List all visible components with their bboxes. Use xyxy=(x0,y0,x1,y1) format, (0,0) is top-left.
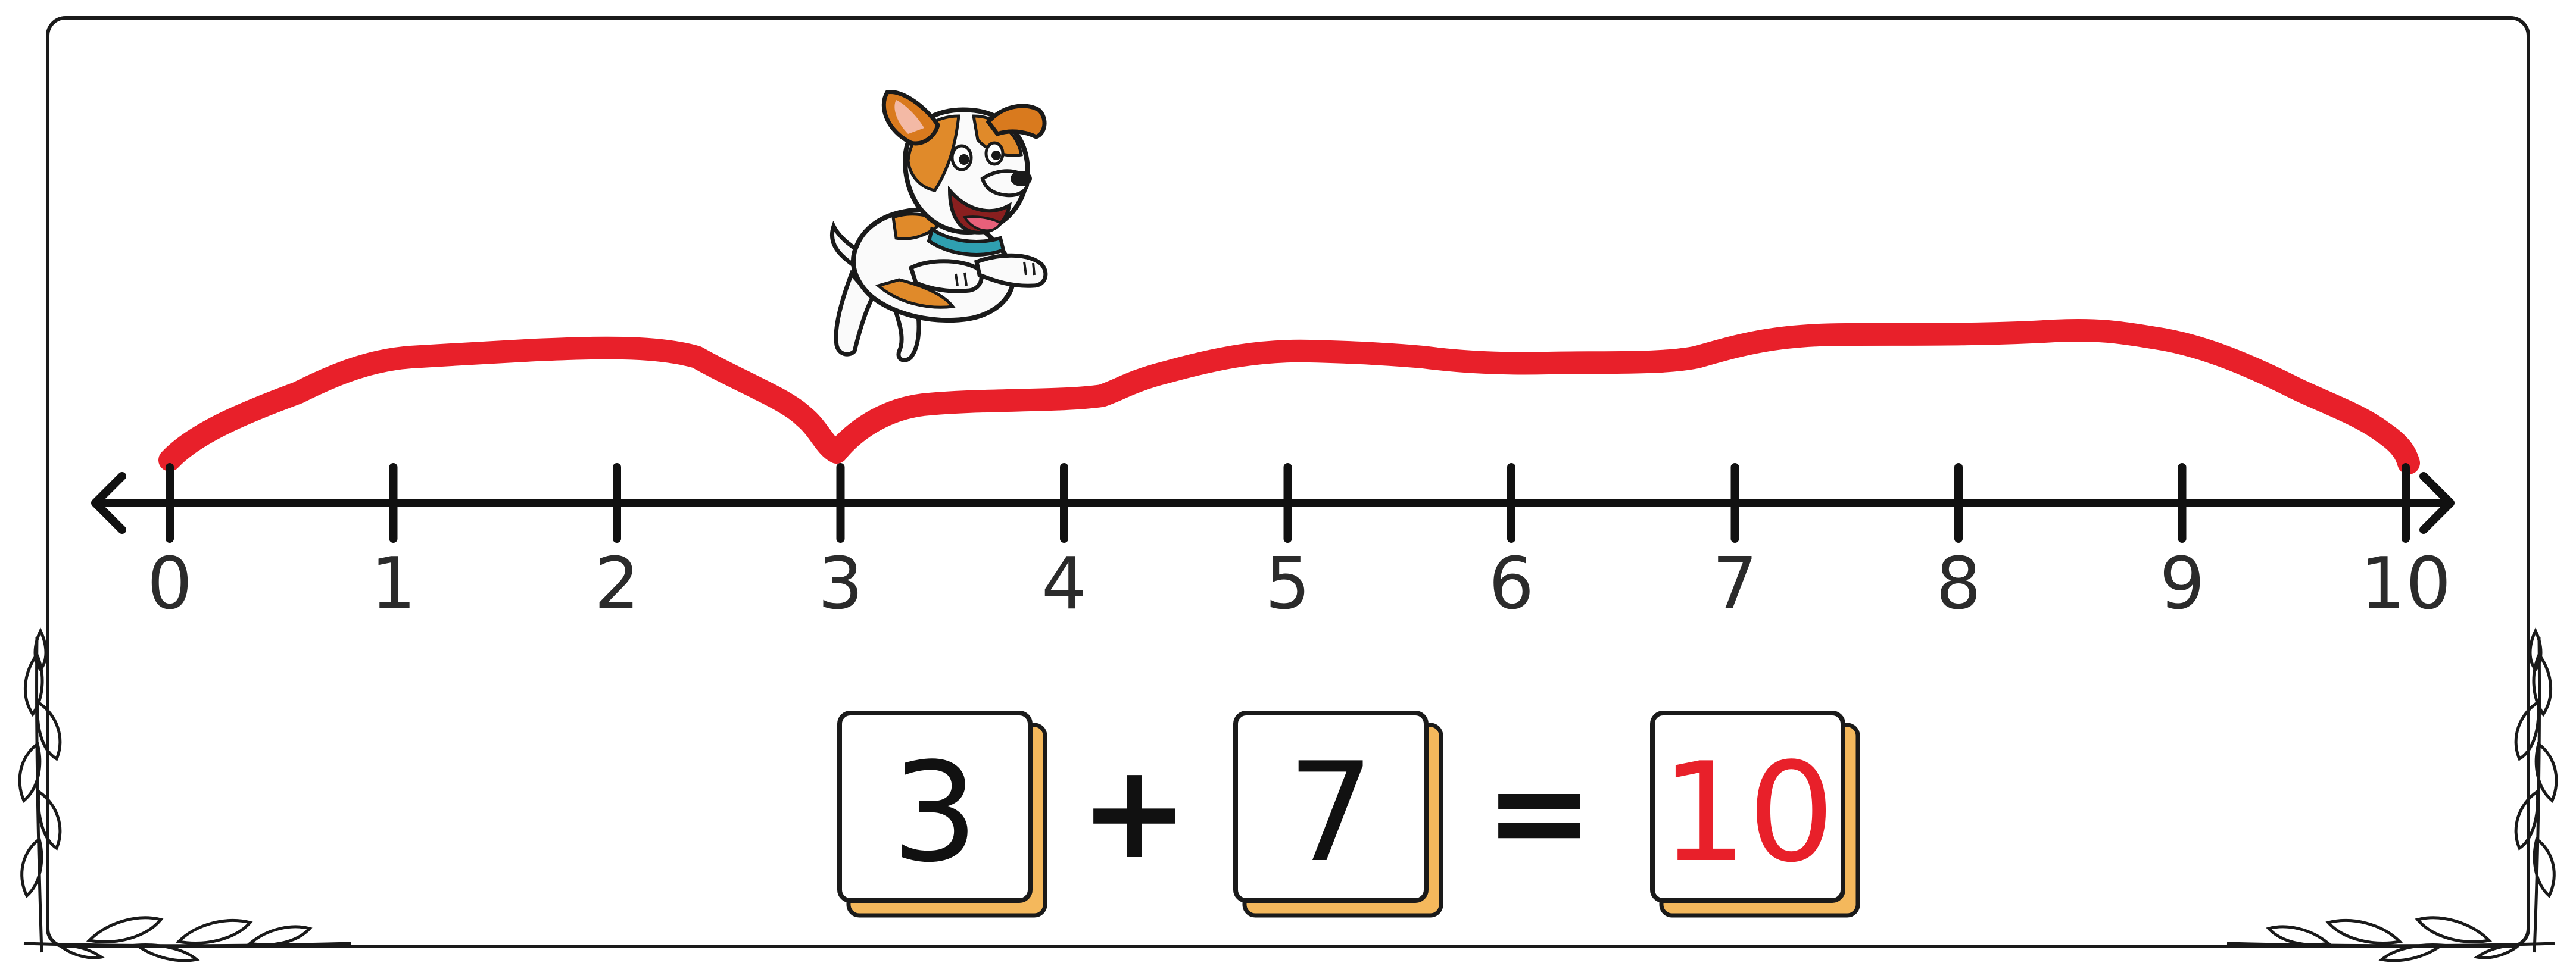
tick-label-6: 6 xyxy=(1489,543,1534,626)
tick-label-10: 10 xyxy=(2360,543,2452,626)
addend-1-value: 3 xyxy=(891,734,978,893)
addend-1-card: 3 xyxy=(837,711,1047,918)
equals-sign: = xyxy=(1485,736,1594,888)
tick-label-3: 3 xyxy=(818,543,863,626)
plus-sign: + xyxy=(1080,736,1189,888)
leaf-branch-icon xyxy=(18,627,2558,962)
sum-card: 10 xyxy=(1650,711,1860,918)
tick-marks xyxy=(166,463,2410,543)
tick-label-5: 5 xyxy=(1265,543,1310,626)
addend-2-card: 7 xyxy=(1233,711,1443,918)
left-arrow-icon xyxy=(91,472,126,534)
tick-label-2: 2 xyxy=(594,543,640,626)
right-arrow-icon xyxy=(2419,472,2455,534)
tick-label-9: 9 xyxy=(2159,543,2204,626)
sum-value: 10 xyxy=(1661,734,1835,893)
tick-label-8: 8 xyxy=(1936,543,1981,626)
tick-label-4: 4 xyxy=(1041,543,1087,626)
tick-label-1: 1 xyxy=(370,543,416,626)
dog-icon xyxy=(829,89,1048,362)
tick-labels: 0 1 2 3 4 5 6 7 8 9 10 xyxy=(147,543,2452,626)
tick-label-0: 0 xyxy=(147,543,192,626)
addend-2-value: 7 xyxy=(1287,734,1374,893)
tick-label-7: 7 xyxy=(1712,543,1757,626)
jump-arc xyxy=(158,318,2420,474)
